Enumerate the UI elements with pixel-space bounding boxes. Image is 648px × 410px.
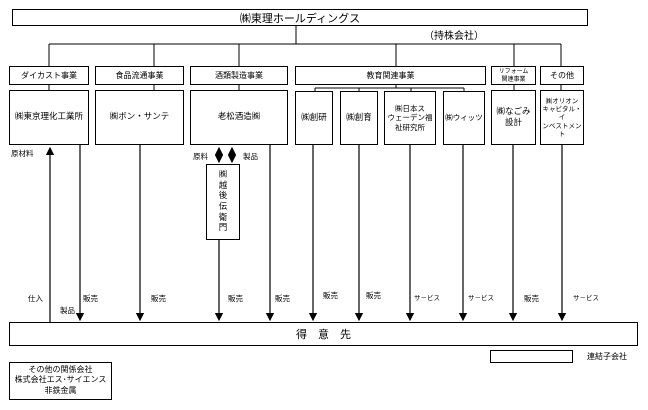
label-service-orion: サ－ビス — [573, 294, 599, 302]
holding-company-type: （持株会社） — [424, 31, 484, 42]
company-soken: ㈱創研 — [295, 91, 333, 145]
segment-reform: リフォーム 関連事業 — [491, 66, 536, 85]
company-oimatsu: 老松酒造㈱ — [190, 90, 288, 145]
label-hanbai-soken: 販売 — [323, 291, 338, 300]
segment-sake: 酒類製造事業 — [190, 66, 288, 85]
label-hanbai-sake-sub: 販売 — [228, 294, 243, 303]
legend-swatch — [490, 350, 573, 363]
label-service-sweden: サ－ビス — [414, 294, 440, 302]
holding-company-name: ㈱東理ホールディングス — [239, 11, 361, 25]
company-sweden-welfare: ㈱日本ス ウェーデン福 祉研究所 — [384, 91, 436, 145]
holding-company-box: ㈱東理ホールディングス — [12, 9, 588, 26]
label-seihin-sake: 製品 — [243, 152, 258, 161]
other-related-business: 非鉄金属 — [44, 385, 77, 395]
segment-other: その他 — [540, 66, 584, 85]
label-seihin: 製品 — [60, 306, 75, 315]
label-service-wits: サ－ビス — [468, 294, 494, 302]
other-related-company: 株式会社エス･サイエンス — [14, 375, 107, 385]
label-raw-material: 原材料 — [11, 149, 34, 158]
company-bon-sante: ㈱ボン・サンテ — [95, 90, 184, 145]
label-hanbai-food: 販売 — [151, 294, 166, 303]
label-hanbai-nagomi: 販売 — [524, 294, 539, 303]
label-hanbai-diecast: 販売 — [83, 294, 98, 303]
company-orion: ㈱オリオン キャピタル・イ ンベストメント — [540, 90, 584, 145]
legend-label: 連結子会社 — [587, 352, 627, 361]
company-nagomi: ㈱なごみ 設計 — [491, 90, 536, 145]
company-echigo-denemon: ㈱ 越 後 伝 衛 門 — [206, 164, 240, 240]
label-hanbai-soiku: 販売 — [366, 291, 381, 300]
label-hanbai-sake: 販売 — [275, 294, 290, 303]
company-wits: ㈱ウィッツ — [443, 91, 485, 145]
segment-education: 教育関連事業 — [295, 66, 486, 85]
label-genryo: 原料 — [193, 152, 208, 161]
other-related-title: その他の関係会社 — [28, 365, 93, 374]
label-shiire: 仕入 — [28, 294, 43, 303]
segment-diecast: ダイカスト事業 — [9, 66, 89, 85]
company-tokyo-rika: ㈱東京理化工業所 — [9, 90, 89, 145]
other-related-company-box: その他の関係会社 株式会社エス･サイエンス 非鉄金属 — [9, 362, 112, 400]
customer-label: 得 意 先 — [296, 328, 351, 341]
company-soiku: ㈱創育 — [340, 91, 378, 145]
segment-food: 食品流通事業 — [95, 66, 184, 85]
customer-box: 得 意 先 — [9, 322, 638, 346]
